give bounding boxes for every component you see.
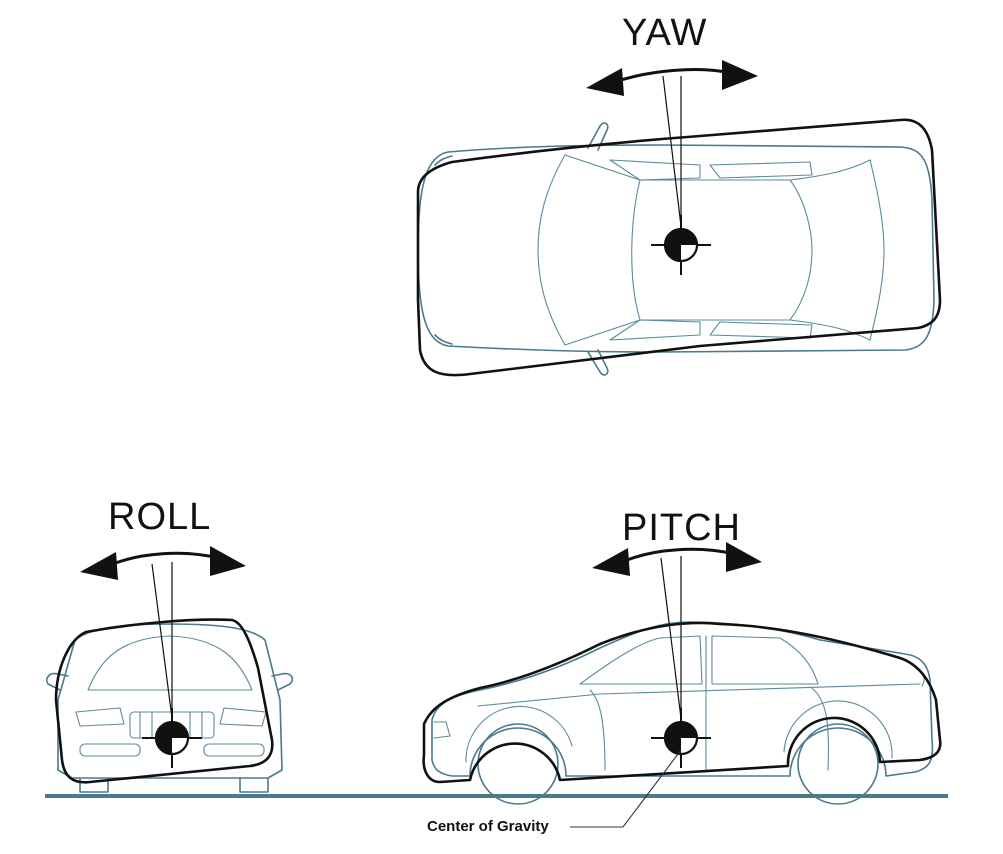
top-view-car [416, 118, 942, 377]
yaw-center-of-gravity-icon [649, 213, 713, 277]
front-view-car [45, 618, 294, 793]
yaw-rotation-arrow-icon [586, 60, 758, 96]
yaw-label: YAW [622, 12, 708, 54]
pitch-center-of-gravity-icon [649, 706, 713, 770]
roll-center-of-gravity-icon [140, 706, 204, 770]
pitch-rotation-arrow-icon [592, 542, 762, 576]
roll-rotation-arrow-icon [80, 546, 246, 580]
center-of-gravity-label: Center of Gravity [427, 818, 549, 835]
roll-label: ROLL [108, 496, 212, 538]
pitch-label: PITCH [622, 507, 741, 549]
center-of-gravity-leader [570, 749, 682, 828]
side-view-car [422, 621, 942, 805]
